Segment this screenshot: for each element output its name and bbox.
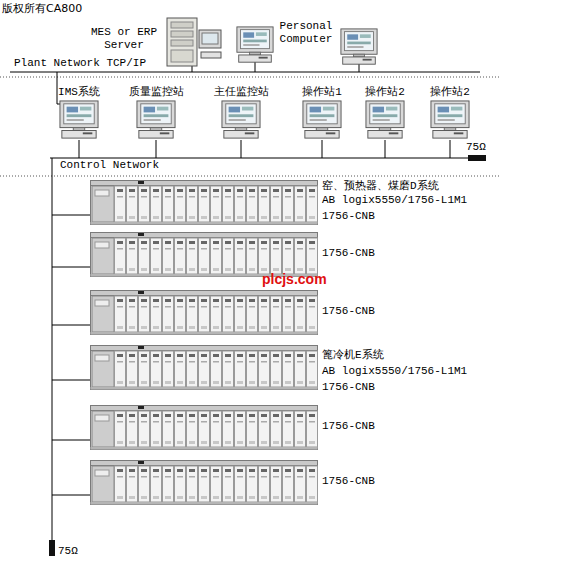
- node-label: 1756-CNB: [322, 475, 375, 488]
- node-label: Personal Computer: [276, 20, 336, 46]
- rack-node: 1756-CNB: [90, 405, 475, 450]
- station-node: 质量监控站: [121, 84, 191, 142]
- node-label: 操作站1: [287, 86, 357, 99]
- node-label: 操作站2: [350, 86, 420, 99]
- terminator: [468, 155, 486, 161]
- rack-node: 篦冷机E系统AB logix5550/1756-L1M11756-CNB: [90, 345, 475, 390]
- node-label: 1756-CNB: [322, 305, 375, 318]
- pc-icon: [237, 27, 273, 62]
- plc-rack: [91, 180, 319, 225]
- station-node: 操作站2: [415, 84, 485, 142]
- node-label: 1756-CNB: [322, 247, 375, 260]
- node-label: 主任监控站: [206, 86, 276, 99]
- terminator-label: 75Ω: [466, 141, 486, 154]
- terminator: [49, 540, 55, 556]
- station-node: 操作站2: [350, 84, 420, 142]
- watermark: plcjs.com: [262, 271, 327, 287]
- node-detail: 1756-CNB: [322, 210, 375, 223]
- station-drop: [79, 140, 80, 158]
- rack-branch: [52, 325, 90, 326]
- rack-node: 1756-CNB: [90, 232, 475, 277]
- terminator-label: 75Ω: [58, 545, 78, 558]
- rack-branch: [52, 495, 90, 496]
- rack-branch: [52, 215, 90, 216]
- station-node: 操作站1: [287, 84, 357, 142]
- node-label: 质量监控站: [121, 86, 191, 99]
- plant-network-line: [10, 72, 480, 73]
- station-icon: [60, 101, 98, 138]
- plc-rack: [91, 460, 319, 505]
- pc-icon: [341, 29, 377, 64]
- watermark: 版权所有CA800: [2, 2, 82, 15]
- plc-rack: [91, 290, 319, 335]
- dotted-separator: [0, 176, 500, 177]
- plc-rack: [91, 405, 319, 450]
- station-icon: [222, 101, 260, 138]
- pc-node: Personal Computer: [232, 16, 382, 66]
- station-drop: [322, 140, 323, 158]
- server-icon: [167, 18, 221, 66]
- rack-node: 1756-CNB: [90, 460, 475, 505]
- network-label: Control Network: [60, 159, 159, 172]
- station-drop: [385, 140, 386, 158]
- control-network-line: [50, 158, 468, 159]
- station-icon: [303, 101, 341, 138]
- rack-branch: [52, 440, 90, 441]
- station-node: 主任监控站: [206, 84, 276, 142]
- node-detail: AB logix5550/1756-L1M1: [322, 194, 467, 207]
- node-label: 操作站2: [415, 86, 485, 99]
- network-label: Plant Network TCP/IP: [14, 57, 146, 70]
- rack-node: 窑、预热器、煤磨D系统AB logix5550/1756-L1M1 1756-CN…: [90, 180, 475, 225]
- station-node: IMS系统: [44, 84, 114, 142]
- node-label: 篦冷机E系统: [322, 349, 384, 362]
- node-detail: 1756-CNB: [322, 381, 375, 394]
- rack-branch: [52, 380, 90, 381]
- plc-rack: [91, 345, 319, 390]
- control-bus: [52, 158, 53, 542]
- station-drop: [450, 140, 451, 158]
- node-detail: AB logix5550/1756-L1M1: [322, 365, 467, 378]
- plc-rack: [91, 232, 319, 277]
- station-icon: [366, 101, 404, 138]
- rack-node: 1756-CNB: [90, 290, 475, 335]
- station-icon: [431, 101, 469, 138]
- node-label: MES or ERP Server: [86, 26, 162, 52]
- node-label: IMS系统: [44, 86, 114, 99]
- dotted-separator: [0, 77, 500, 78]
- station-icon: [137, 101, 175, 138]
- ims-drop: [57, 72, 58, 104]
- station-drop: [241, 140, 242, 158]
- station-drop: [156, 140, 157, 158]
- server-drop: [192, 66, 193, 72]
- node-label: 窑、预热器、煤磨D系统: [322, 180, 439, 193]
- rack-branch: [52, 267, 90, 268]
- node-label: 1756-CNB: [322, 420, 375, 433]
- pc-drop: [255, 62, 256, 72]
